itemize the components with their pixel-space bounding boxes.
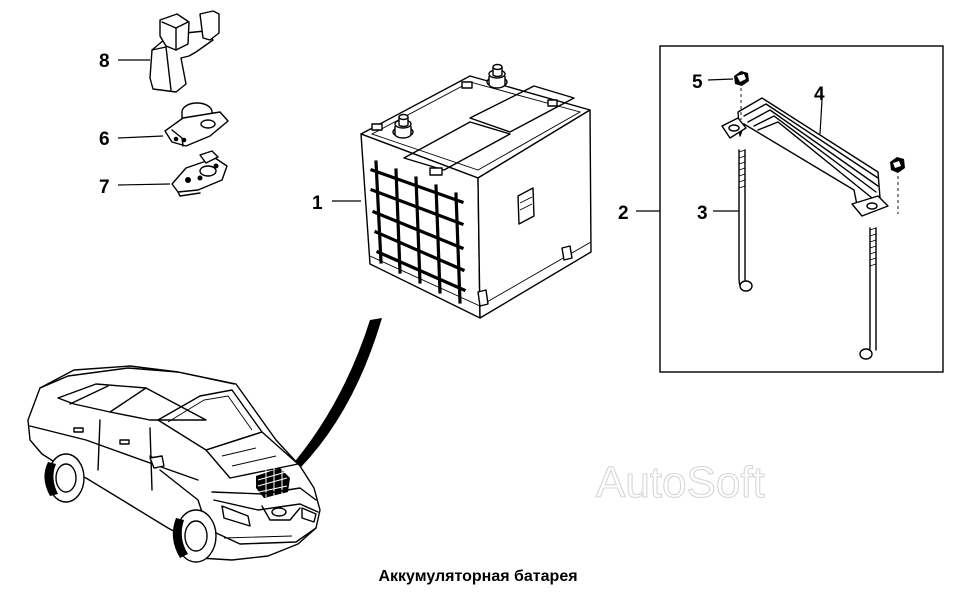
mount-kit-frame [659, 45, 944, 373]
diagram-caption: Аккумуляторная батарея [378, 568, 578, 585]
watermark: AutoSoft [596, 458, 765, 507]
callout-6: 6 [99, 129, 110, 150]
callout-7: 7 [99, 177, 110, 198]
location-pointer-arrow [286, 318, 382, 478]
leader-4 [819, 99, 823, 135]
callout-2: 2 [618, 203, 629, 224]
callout-8: 8 [99, 51, 110, 72]
leader-7 [117, 183, 171, 186]
terminal-clamp-cap-part [164, 102, 229, 147]
terminal-cover-part [149, 10, 220, 93]
clamp-bracket-part [721, 88, 889, 217]
car-illustration [27, 365, 321, 563]
hook-rod-part [738, 149, 877, 360]
callout-1: 1 [312, 193, 323, 214]
callout-4: 4 [814, 84, 825, 105]
battery-part [360, 63, 592, 319]
nut-part [734, 71, 749, 86]
terminal-clamp-part [171, 150, 228, 197]
callout-5: 5 [692, 72, 703, 93]
leader-5 [707, 78, 734, 81]
callout-3: 3 [697, 203, 708, 224]
leader-6 [117, 135, 164, 139]
